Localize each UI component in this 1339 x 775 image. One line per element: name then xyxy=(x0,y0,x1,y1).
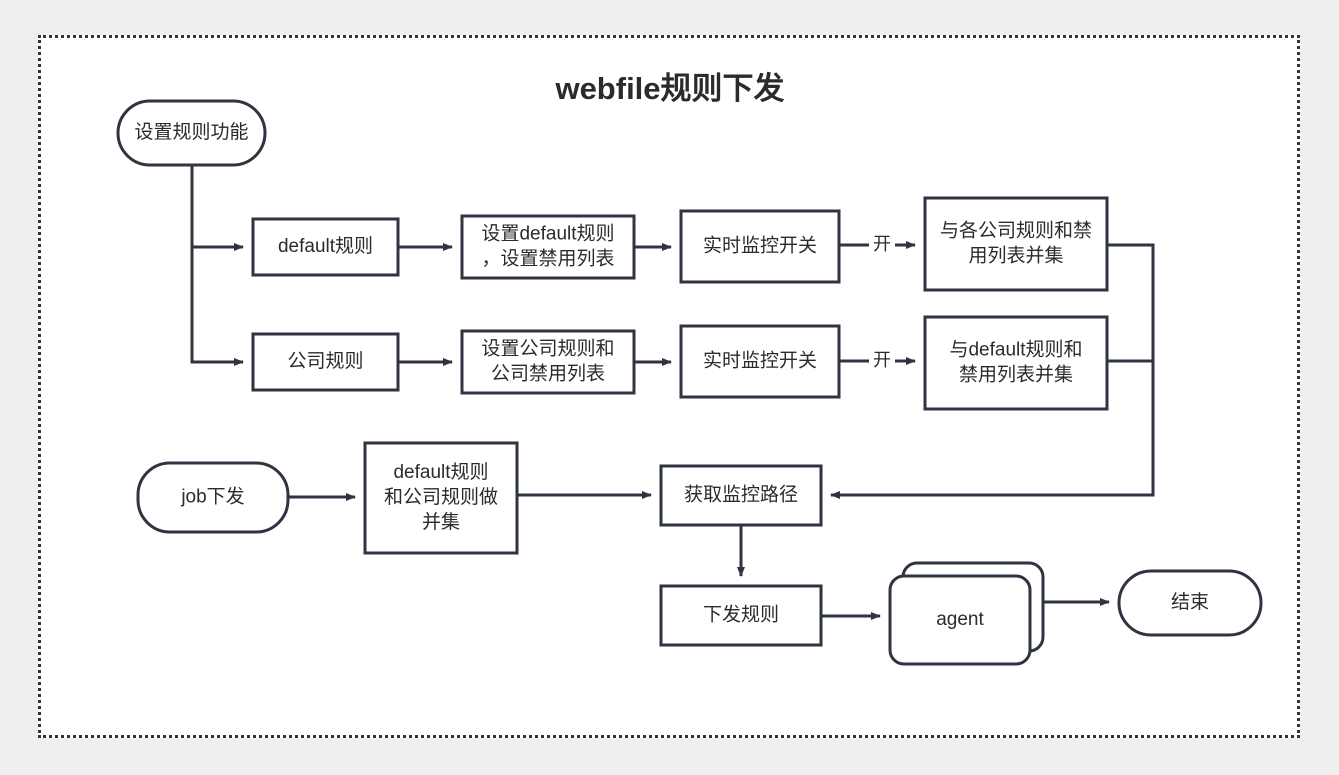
edge-set-rule-function-to-default-rule xyxy=(190,165,244,251)
node-realtime-monitor-switch-top[interactable]: 实时监控开关 xyxy=(679,209,841,284)
node-realtime-monitor-switch-bottom[interactable]: 实时监控开关 xyxy=(679,324,841,399)
node-union-default-rule-blocklist[interactable]: 与default规则和禁用列表并集 xyxy=(923,315,1109,411)
node-company-rule-label: 公司规则 xyxy=(287,350,363,372)
node-dispatch-rule[interactable]: 下发规则 xyxy=(659,584,823,647)
node-company-rule[interactable]: 公司规则 xyxy=(251,332,400,392)
edges-layer: 开开 xyxy=(190,165,1155,620)
node-dispatch-rule-shape xyxy=(659,584,823,647)
node-agent[interactable]: agent xyxy=(888,561,1045,666)
node-end[interactable]: 结束 xyxy=(1117,569,1263,637)
node-realtime-monitor-switch-bottom-shape xyxy=(679,324,841,399)
node-union-default-and-company-shape xyxy=(363,441,519,555)
edge-union-company-rules-blocklist-to-get-monitor-path xyxy=(830,243,1155,499)
node-default-rule[interactable]: default规则 xyxy=(251,217,400,277)
node-set-company-rule-and-blocklist-label: 设置公司规则和公司禁用列表 xyxy=(481,338,614,385)
node-default-rule-shape xyxy=(251,217,400,277)
node-job-dispatch-label: job下发 xyxy=(180,486,244,508)
edge-label-switch-on-top: 开 xyxy=(873,234,891,254)
node-job-dispatch-shape xyxy=(136,461,290,534)
edge-label-backdrop xyxy=(869,233,895,257)
edge-set-rule-function-to-company-rule xyxy=(190,247,244,366)
node-set-company-rule-and-blocklist[interactable]: 设置公司规则和公司禁用列表 xyxy=(460,329,636,395)
node-set-rule-function-shape xyxy=(116,99,267,167)
edge-label-switch-on-bottom: 开 xyxy=(873,350,891,370)
node-get-monitor-path-label: 获取监控路径 xyxy=(684,484,798,506)
node-agent-stack-front xyxy=(888,574,1032,666)
node-job-dispatch[interactable]: job下发 xyxy=(136,461,290,534)
node-realtime-monitor-switch-bottom-label: 实时监控开关 xyxy=(703,350,817,372)
node-union-default-rule-blocklist-label: 与default规则和禁用列表并集 xyxy=(949,339,1082,386)
node-set-rule-function-label: 设置规则功能 xyxy=(134,121,248,143)
node-agent-label: agent xyxy=(936,609,984,630)
node-get-monitor-path[interactable]: 获取监控路径 xyxy=(659,464,823,527)
node-end-shape xyxy=(1117,569,1263,637)
node-union-default-rule-blocklist-shape xyxy=(923,315,1109,411)
node-union-default-and-company[interactable]: default规则和公司规则做并集 xyxy=(363,441,519,555)
node-default-rule-label: default规则 xyxy=(278,235,373,257)
node-dispatch-rule-label: 下发规则 xyxy=(703,604,779,626)
node-realtime-monitor-switch-top-shape xyxy=(679,209,841,284)
node-union-company-rules-blocklist[interactable]: 与各公司规则和禁用列表并集 xyxy=(923,196,1109,292)
page-title: webfile规则下发 xyxy=(554,71,784,106)
edge-label-backdrop xyxy=(869,349,895,373)
node-union-default-and-company-label: default规则和公司规则做并集 xyxy=(384,461,498,533)
node-end-label: 结束 xyxy=(1171,591,1209,613)
node-get-monitor-path-shape xyxy=(659,464,823,527)
node-union-company-rules-blocklist-shape xyxy=(923,196,1109,292)
node-set-default-rule-and-blocklist-label: 设置default规则，设置禁用列表 xyxy=(481,223,614,270)
node-realtime-monitor-switch-top-label: 实时监控开关 xyxy=(703,235,817,257)
node-company-rule-shape xyxy=(251,332,400,392)
node-set-default-rule-and-blocklist[interactable]: 设置default规则，设置禁用列表 xyxy=(460,214,636,280)
node-set-rule-function[interactable]: 设置规则功能 xyxy=(116,99,267,167)
node-union-company-rules-blocklist-label: 与各公司规则和禁用列表并集 xyxy=(940,220,1092,267)
node-set-company-rule-and-blocklist-shape xyxy=(460,329,636,395)
node-set-default-rule-and-blocklist-shape xyxy=(460,214,636,280)
